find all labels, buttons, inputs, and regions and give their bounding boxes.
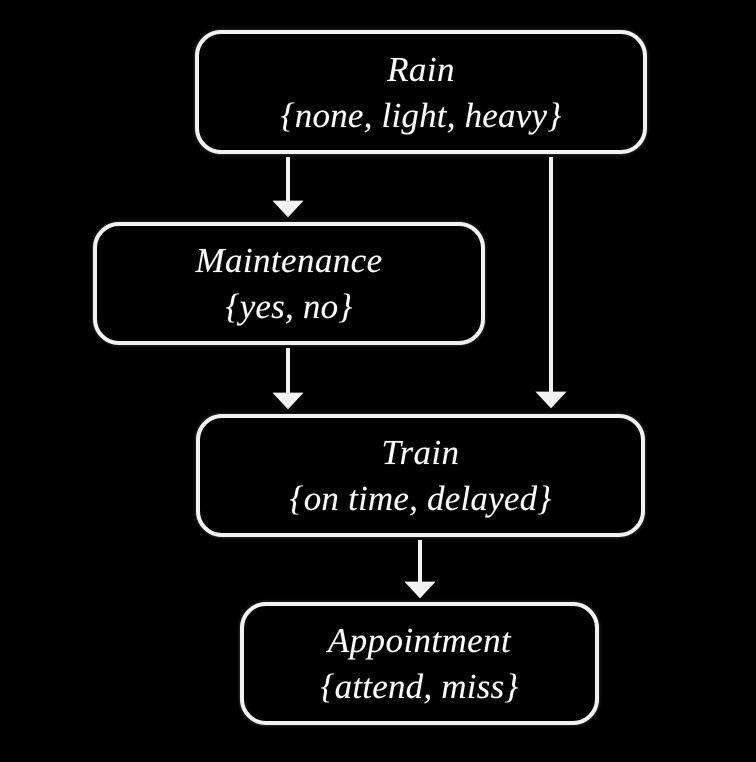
node-rain-name: Rain: [387, 49, 455, 89]
node-appointment-states: {attend, miss}: [320, 667, 519, 706]
node-appointment-name: Appointment: [327, 621, 512, 660]
node-rain-states: {none, light, heavy}: [280, 95, 562, 135]
node-train[interactable]: Train {on time, delayed}: [196, 414, 645, 537]
node-rain[interactable]: Rain {none, light, heavy}: [195, 30, 647, 154]
node-maintenance-states: {yes, no}: [225, 287, 353, 326]
node-train-name: Train: [381, 433, 460, 472]
node-appointment[interactable]: Appointment {attend, miss}: [240, 602, 599, 725]
node-maintenance-name: Maintenance: [195, 241, 383, 280]
node-maintenance[interactable]: Maintenance {yes, no}: [93, 222, 485, 345]
node-train-states: {on time, delayed}: [289, 479, 552, 518]
